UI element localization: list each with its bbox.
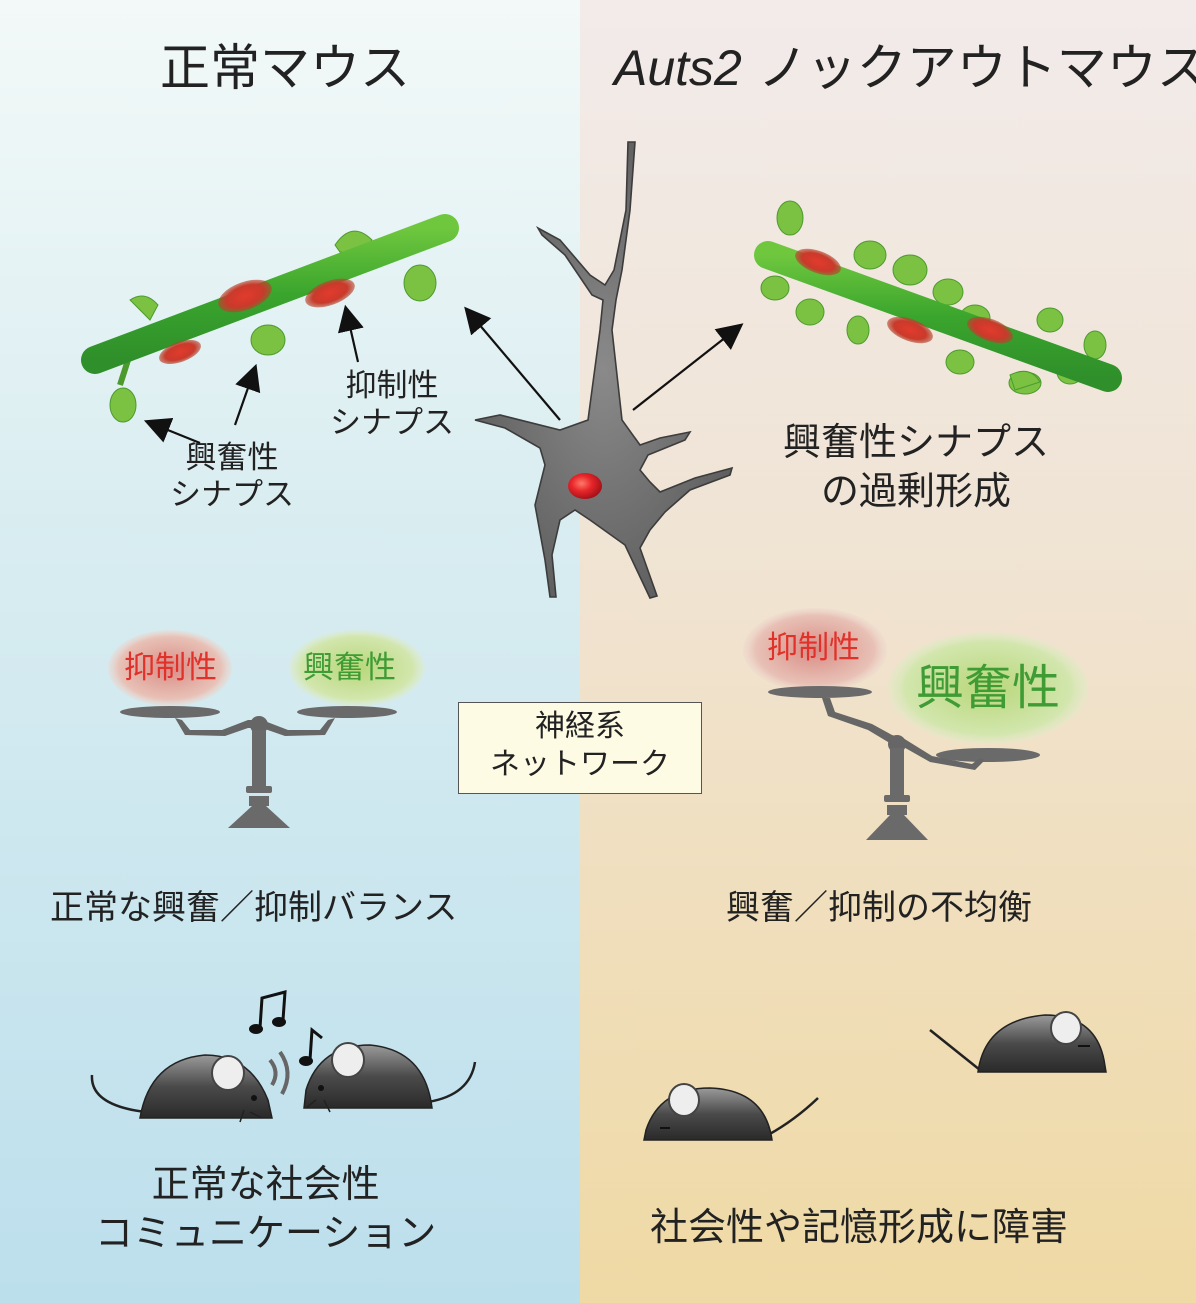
left-panel-normal-mouse	[0, 0, 580, 1303]
balance-scale-normal-icon	[108, 630, 425, 828]
caption-line-1: 正常な社会性	[151, 1162, 380, 1206]
network-box: 神経系 ネットワーク	[458, 702, 702, 794]
neuron-nucleus	[568, 473, 602, 499]
mouse-right-facing-left	[303, 1042, 477, 1113]
sound-wave-icon	[268, 1050, 290, 1095]
caption-line-2: コミュニケーション	[95, 1211, 437, 1256]
mouse-isolated-top	[929, 1011, 1107, 1073]
label-excitatory-synapse: 興奮性 シナプス	[170, 440, 294, 513]
title-knockout-rest: ノックアウトマウス	[741, 39, 1196, 97]
arrow-neuron-right	[632, 323, 744, 411]
balance-label-inhibitory-right: 抑制性	[767, 630, 860, 666]
title-knockout-mouse: Auts2 ノックアウトマウス	[614, 28, 1196, 100]
dendrite-normal	[81, 214, 459, 423]
music-note-icon	[249, 990, 323, 1066]
arrow-inhibitory	[337, 304, 364, 363]
gene-name: Auts2	[614, 40, 742, 96]
balance-label-inhibitory-left: 抑制性	[124, 650, 217, 686]
label-line-1: 抑制性	[345, 368, 439, 404]
caption-line-2: の過剰形成	[821, 469, 1012, 514]
balance-label-excitatory-right: 興奮性	[916, 660, 1061, 716]
excitatory-weight-left	[289, 630, 425, 706]
caption-line-1: 興奮性シナプス	[783, 420, 1050, 464]
title-normal-mouse: 正常マウス	[160, 39, 410, 97]
inhibitory-weight-left	[108, 630, 232, 706]
inhibitory-weight-right	[743, 608, 887, 692]
label-line-1: 興奮性	[185, 440, 279, 476]
mouse-isolated-bottom	[643, 1083, 819, 1141]
balance-scale-imbalanced-icon	[743, 608, 1088, 840]
arrow-excitatory-2	[233, 363, 261, 426]
label-inhibitory-synapse: 抑制性 シナプス	[330, 368, 454, 441]
caption-imbalance: 興奮／抑制の不均衡	[726, 888, 1032, 928]
caption-normal-social: 正常な社会性 コミュニケーション	[95, 1160, 436, 1259]
caption-excess-excitatory-synapse: 興奮性シナプス の過剰形成	[783, 418, 1049, 517]
caption-impaired-social: 社会性や記憶形成に障害	[650, 1205, 1069, 1249]
excitatory-weight-right	[888, 632, 1088, 744]
network-label-line-1: 神経系	[535, 709, 625, 744]
label-line-2: シナプス	[330, 404, 454, 441]
network-label-line-2: ネットワーク	[490, 746, 670, 782]
neuron-icon	[474, 141, 734, 599]
caption-normal-balance: 正常な興奮／抑制バランス	[50, 888, 458, 928]
balance-label-excitatory-left: 興奮性	[303, 650, 396, 686]
label-line-2: シナプス	[170, 476, 294, 513]
arrow-neuron-left	[464, 306, 561, 421]
mouse-left-facing-right	[90, 1054, 273, 1123]
dendrite-knockout	[754, 200, 1122, 395]
arrow-excitatory-1	[143, 417, 201, 445]
